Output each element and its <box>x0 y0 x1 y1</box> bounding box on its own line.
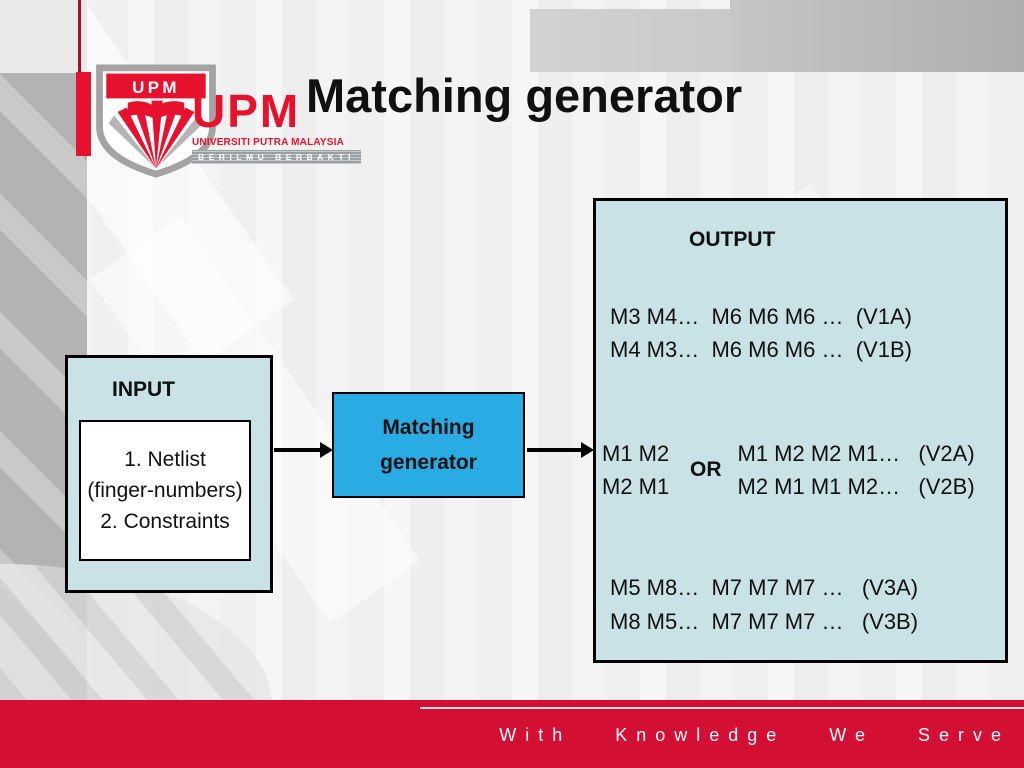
top-gray-band-corner <box>730 0 1024 72</box>
left-column-top <box>0 0 87 73</box>
logo-motto-banner: BERILMU BERBAKTI <box>192 150 361 164</box>
output-v2-left-column: M1 M2 M2 M1 <box>602 437 672 503</box>
footer-slogan: With Knowledge We Serve <box>499 725 1010 745</box>
footer-highlight-line <box>420 707 1024 709</box>
red-accent-bar <box>76 72 91 156</box>
logo-university-name: UNIVERSITI PUTRA MALAYSIA <box>192 137 345 148</box>
upm-shield-logo: UPM <box>96 64 216 178</box>
output-row: M5 M8… M7 M7 M7 … (V3A) <box>610 575 919 600</box>
output-row: M1 M2 <box>602 441 670 466</box>
output-row: M8 M5… M7 M7 M7 … (V3B) <box>610 609 919 634</box>
logo-acronym: UPM <box>192 85 301 137</box>
red-hairline <box>78 0 81 74</box>
output-row: M2 M1 M1 M2… (V2B) <box>737 474 975 499</box>
input-item: 1. Netlist <box>124 448 206 471</box>
output-row: M3 M4… M6 M6 M6 … (V1A) <box>610 304 912 329</box>
or-operator-label: OR <box>690 458 722 481</box>
output-v2-right-column: M1 M2 M2 M1… (V2A) M2 M1 M1 M2… (V2B) <box>738 437 975 503</box>
output-row: M1 M2 M2 M1… (V2A) <box>737 441 975 466</box>
slide-title: Matching generator <box>306 69 743 122</box>
process-label-line1: Matching <box>382 416 475 439</box>
shield-acronym-text: UPM <box>132 78 180 97</box>
input-item: 2. Constraints <box>100 510 230 533</box>
output-group-v2: M1 M2 M2 M1 OR M1 M2 M2 M1… (V2A) M2 M1 … <box>602 437 975 503</box>
arrow-generator-to-output <box>527 448 581 452</box>
input-box: INPUT 1. Netlist (finger-numbers) 2. Con… <box>65 355 273 593</box>
input-items-panel: 1. Netlist (finger-numbers) 2. Constrain… <box>79 420 251 561</box>
arrowhead-icon <box>581 442 594 458</box>
input-item: (finger-numbers) <box>87 479 243 502</box>
arrowhead-icon <box>320 442 333 458</box>
footer-bar: With Knowledge We Serve <box>0 700 1024 768</box>
output-box-label: OUTPUT <box>689 228 776 251</box>
process-label-line2: generator <box>380 451 477 474</box>
input-box-label: INPUT <box>112 378 175 401</box>
upm-logotype: UPM UNIVERSITI PUTRA MALAYSIA BERILMU BE… <box>192 85 355 164</box>
output-group-v3: M5 M8… M7 M7 M7 … (V3A) M8 M5… M7 M7 M7 … <box>610 571 918 639</box>
output-row: M2 M1 <box>602 474 670 499</box>
arrow-input-to-generator <box>274 448 320 452</box>
output-row: M4 M3… M6 M6 M6 … (V1B) <box>610 337 912 362</box>
output-box: OUTPUT M3 M4… M6 M6 M6 … (V1A) M4 M3… M6… <box>593 198 1008 663</box>
matching-generator-box: Matching generator <box>332 392 525 498</box>
output-group-v1: M3 M4… M6 M6 M6 … (V1A) M4 M3… M6 M6 M6 … <box>610 300 912 366</box>
